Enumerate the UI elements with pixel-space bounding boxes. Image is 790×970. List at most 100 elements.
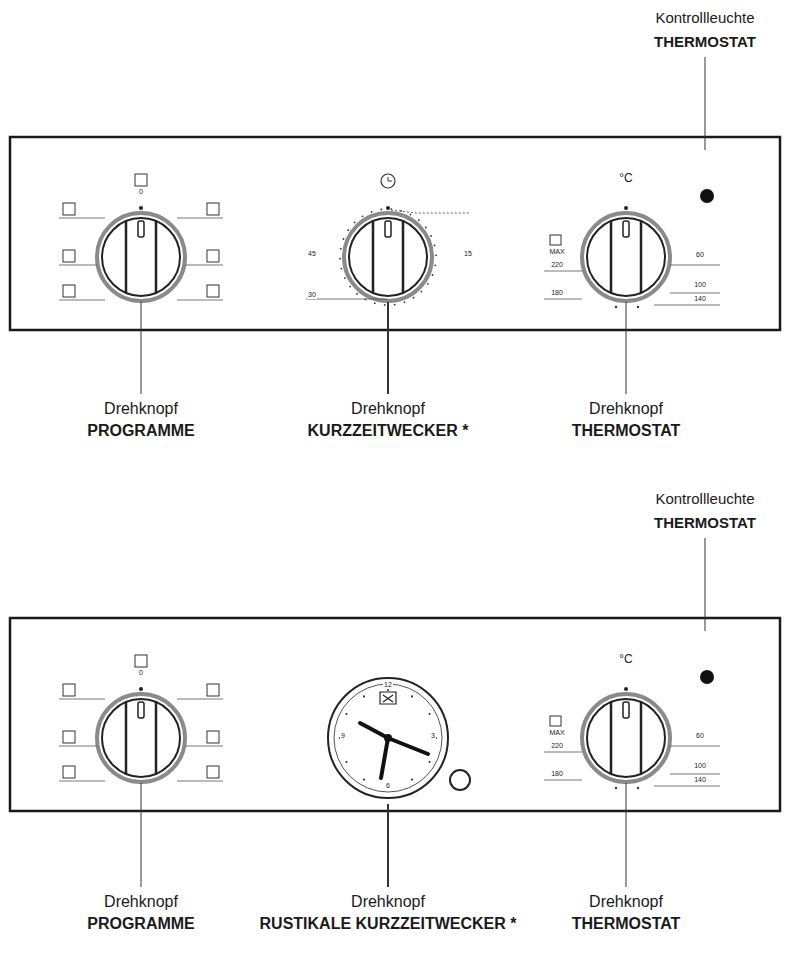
scale-number: 15	[463, 250, 473, 258]
indicator-lamp	[700, 670, 714, 684]
scale-dot	[413, 297, 415, 299]
callout-label: Drehknopf	[351, 400, 425, 418]
scale-number: 100	[693, 281, 707, 289]
scale-line	[59, 746, 97, 747]
scale-dot	[615, 306, 617, 308]
scale-line	[544, 752, 582, 753]
function-symbol	[207, 731, 219, 743]
scale-dot	[349, 286, 351, 288]
scale-number: MAX	[548, 248, 565, 256]
callout-label: THERMOSTAT	[654, 514, 756, 531]
scale-line	[185, 746, 223, 747]
callout-label: Drehknopf	[351, 893, 425, 911]
function-symbol	[207, 285, 219, 297]
function-symbol	[63, 766, 75, 778]
scale-line	[177, 781, 223, 782]
leader-line	[705, 538, 706, 631]
scale-dot	[615, 787, 617, 789]
function-symbol	[63, 684, 75, 696]
scale-number: 45	[307, 250, 317, 258]
scale-line	[544, 780, 582, 781]
indicator-lamp	[700, 189, 714, 203]
panel-frame	[10, 137, 780, 330]
function-symbol	[135, 655, 147, 667]
scale-dot	[434, 264, 436, 266]
scale-line	[59, 218, 105, 219]
scale-dot	[356, 293, 358, 295]
scale-number: 220	[550, 742, 564, 750]
scale-line	[59, 300, 105, 301]
function-symbol	[207, 203, 219, 215]
scale-dot	[384, 304, 386, 306]
scale-dot	[347, 229, 349, 231]
function-symbol	[207, 250, 219, 262]
scale-line	[59, 699, 105, 700]
scale-line	[391, 210, 470, 213]
scale-number: 60	[695, 251, 705, 259]
scale-dot	[434, 244, 436, 246]
callout-label: Drehknopf	[104, 893, 178, 911]
callout-label: Drehknopf	[589, 400, 663, 418]
function-symbol	[63, 250, 75, 262]
scale-line	[670, 265, 720, 266]
scale-dot	[339, 258, 341, 260]
callout-label: Drehknopf	[589, 893, 663, 911]
function-symbol	[63, 731, 75, 743]
scale-line	[670, 774, 720, 775]
function-symbol	[63, 203, 75, 215]
leader-line	[705, 57, 706, 150]
scale-number: 6	[385, 782, 391, 790]
rotary-knob	[582, 206, 670, 301]
scale-number: 180	[550, 770, 564, 778]
scale-number: 0	[138, 188, 144, 196]
scale-dot	[420, 291, 422, 293]
leader-line	[387, 302, 389, 394]
scale-number: 60	[695, 732, 705, 740]
scale-number: 0	[138, 669, 144, 677]
scale-dot	[340, 248, 342, 250]
function-symbol	[63, 285, 75, 297]
scale-line	[177, 300, 223, 301]
leader-line	[141, 783, 142, 887]
scale-dot	[427, 283, 429, 285]
scale-dot	[637, 787, 639, 789]
rotary-knob	[97, 687, 185, 782]
leader-line	[626, 783, 627, 887]
scale-number: MAX	[548, 729, 565, 737]
control-panel	[10, 618, 780, 811]
control-panel	[10, 137, 780, 330]
unit-symbol: °C	[619, 653, 632, 667]
scale-dot	[341, 268, 343, 270]
scale-dot	[432, 274, 434, 276]
timer-symbol	[388, 177, 392, 181]
scale-line	[177, 699, 223, 700]
scale-line	[185, 265, 223, 266]
scale-line	[544, 299, 582, 300]
leader-line	[387, 804, 389, 887]
max-symbol	[550, 716, 561, 726]
callout-label: Drehknopf	[104, 400, 178, 418]
scale-number: 220	[550, 261, 564, 269]
scale-dot	[425, 227, 427, 229]
scale-line	[544, 271, 582, 272]
scale-line	[59, 781, 105, 782]
scale-number: 140	[693, 776, 707, 784]
scale-dot	[394, 304, 396, 306]
scale-line	[59, 265, 97, 266]
scale-dot	[430, 235, 432, 237]
callout-label: Kontrollleuchte	[655, 490, 754, 507]
scale-line	[306, 299, 388, 300]
rustic-timer	[328, 678, 448, 798]
scale-dot	[362, 215, 364, 217]
scale-dot	[380, 209, 382, 211]
rotary-knob	[97, 206, 185, 301]
callout-label: KURZZEITWECKER *	[258, 422, 518, 440]
unit-symbol: °C	[619, 172, 632, 186]
scale-line	[177, 218, 223, 219]
scale-number: 140	[693, 295, 707, 303]
scale-dot	[404, 301, 406, 303]
scale-dot	[418, 219, 420, 221]
callout-label: THERMOSTAT	[572, 915, 681, 933]
